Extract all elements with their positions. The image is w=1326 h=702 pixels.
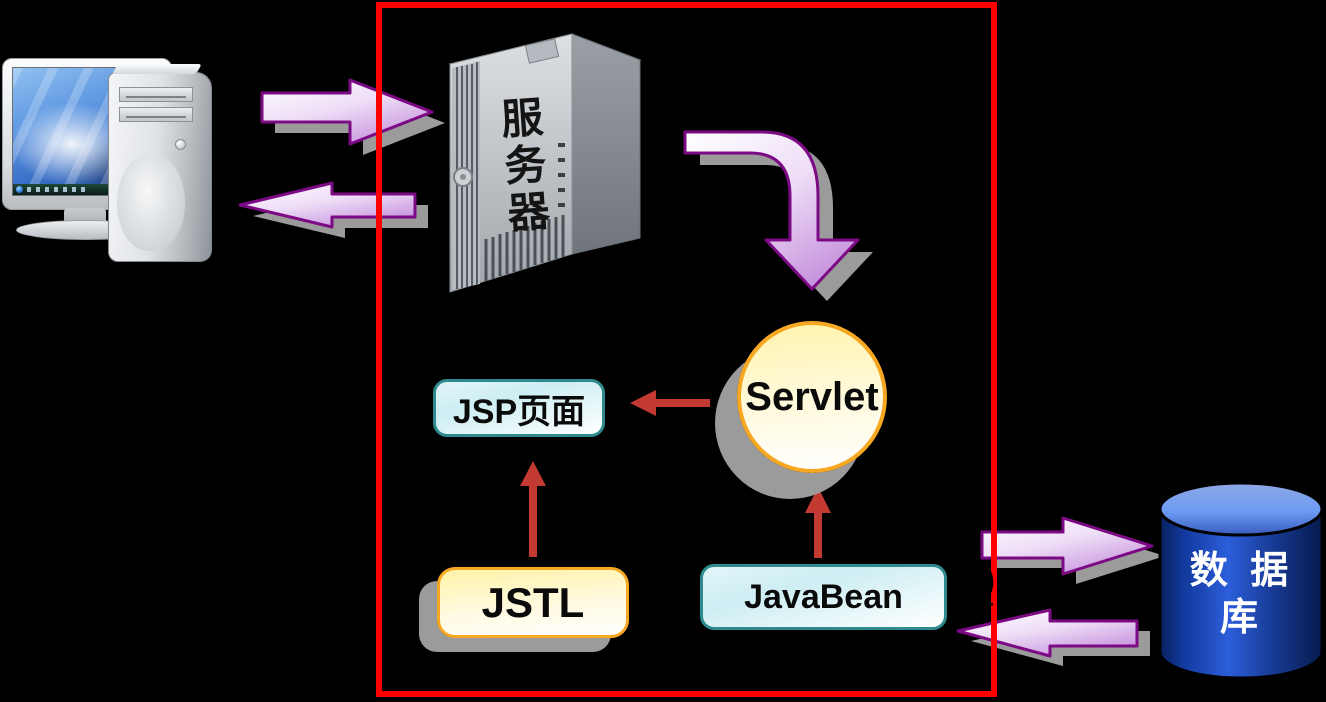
javabean-to-servlet-arrow: [805, 487, 831, 558]
tower-front-panel: [117, 155, 185, 251]
taskbar-icons: [27, 187, 87, 192]
servlet-to-jsp-arrow: [630, 390, 710, 416]
drive-bay: [119, 107, 193, 122]
drive-bay: [119, 87, 193, 102]
server-to-servlet-curved-arrow: [683, 130, 873, 301]
client-computer-icon: [0, 52, 240, 272]
client-to-server-arrow: [260, 78, 445, 155]
jstl-to-jsp-arrow: [520, 461, 546, 557]
pc-tower-icon: [108, 72, 212, 262]
javabean-to-database-arrow: [980, 516, 1165, 584]
database-to-javabean-arrow: [956, 608, 1150, 666]
screen-taskbar: [13, 184, 161, 195]
database-label-line1: 数 据: [1189, 550, 1295, 592]
servlet-node: Servlet: [737, 321, 887, 473]
server-tower-icon: [448, 33, 642, 293]
stray-mark: [984, 571, 994, 606]
database-cylinder-icon: [1158, 481, 1324, 680]
database-label: 数 据 库: [1163, 548, 1321, 642]
servlet-label: Servlet: [745, 374, 879, 419]
jstl-node: JSTL: [437, 567, 629, 638]
javabean-label: JavaBean: [744, 577, 903, 616]
jstl-label: JSTL: [481, 578, 585, 626]
start-orb-icon: [16, 186, 23, 193]
power-button-icon: [175, 139, 186, 150]
server-label: 服务器: [494, 94, 551, 239]
javabean-node: JavaBean: [700, 564, 947, 630]
jsp-page-node: JSP页面: [433, 379, 605, 437]
jsp-page-label: JSP页面: [452, 392, 586, 431]
server-to-client-arrow: [238, 181, 428, 238]
database-label-line2: 库: [1219, 597, 1264, 639]
server-boundary-frame: [376, 2, 997, 697]
